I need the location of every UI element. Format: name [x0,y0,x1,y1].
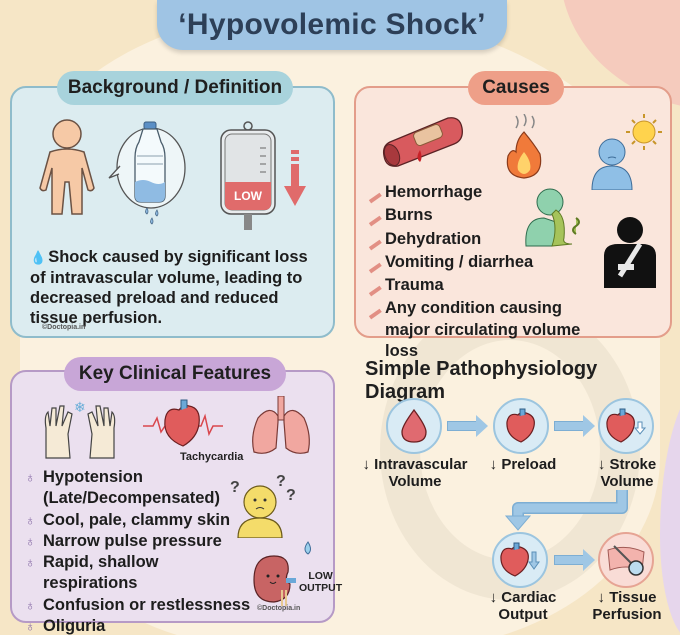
list-item: ♁Narrow pulse pressure [25,531,255,552]
page-title-text: ‘Hypovolemic Shock’ [178,8,486,41]
clinical-features-header: Key Clinical Features [64,357,286,391]
causes-header: Causes [468,71,564,105]
iv-bag-low-label: LOW [234,189,263,203]
diagram-label-intravascular-volume: ↓ Intravascular Volume [362,456,468,490]
kidney-icon [250,540,336,606]
list-item: ♁Rapid, shallow respirations [25,553,159,593]
list-item: ▬Trauma [364,275,607,299]
diagram-label-tissue-perfusion: ↓ Tissue Perfusion [592,589,662,623]
svg-text:?: ? [276,473,286,490]
water-bottle-icon [107,118,187,228]
definition-text: 💧Shock caused by significant loss of int… [30,248,308,327]
fire-icon [504,114,544,180]
diagram-node-cardiac-output [492,532,548,588]
list-item: ▬Any condition causing major circulating… [364,298,607,362]
background-definition-header: Background / Definition [57,71,293,105]
list-item: ♁Confusion or restlessness [25,595,255,616]
stethoscope-icon: ♁ [25,618,36,635]
confused-face-icon: ? ? ? [230,472,300,538]
kidney-low-output-label: LOW OUTPUT [299,570,343,594]
svg-text:?: ? [230,479,240,496]
heart-down-icon [500,542,540,577]
diagram-node-tissue-perfusion [598,532,654,588]
diagram-label-cardiac-output: ↓ Cardiac Output [489,589,557,623]
flow-arrow [554,415,595,437]
list-item: ♁Hypotension (Late/Decompensated) [25,468,220,508]
list-item: ♁Cool, pale, clammy skin [25,510,255,531]
svg-text:?: ? [286,487,296,504]
watermark: ©Doctopia.in [42,324,86,331]
list-item: ▬Dehydration [364,229,607,253]
flow-arrow-elbow [500,490,630,532]
sweating-person-sun-icon [588,114,664,190]
blood-drop-icon [401,408,427,443]
stethoscope-icon: ♁ [25,596,36,613]
heart-ecg-icon [143,398,223,448]
tachycardia-label: Tachycardia [180,451,244,463]
flow-arrow [447,415,488,437]
cold-hands-icon: ❄ [40,398,120,460]
list-item: ▬Hemorrhage [364,182,607,206]
stethoscope-icon: ♁ [25,511,36,528]
person-icon [36,118,98,218]
page-title: ‘Hypovolemic Shock’ [157,0,507,50]
list-item: ♁Oliguria [25,616,255,635]
water-drop-icon: 💧 [30,250,47,265]
svg-text:❄: ❄ [74,399,86,415]
diagram-node-stroke-volume [598,398,654,454]
heart-icon [506,408,535,443]
vomiting-person-icon [522,188,592,248]
clinical-features-list: ♁Hypotension (Late/Decompensated) ♁Cool,… [25,467,255,635]
list-item: ▬Burns [364,205,607,229]
causes-panel [354,86,672,338]
flow-arrow [554,549,595,571]
stethoscope-icon: ♁ [25,469,36,485]
diagram-label-preload: ↓ Preload [489,456,557,473]
stethoscope-icon: ♁ [25,554,36,571]
causes-list: ▬Hemorrhage ▬Burns ▬Dehydration ▬Vomitin… [364,182,607,362]
heart-down-icon [606,408,646,443]
tissue-magnifier-icon [607,545,645,576]
diagram-title: Simple Pathophysiology Diagram [365,358,598,403]
diagram-node-intravascular-volume [386,398,442,454]
diagram-node-preload [493,398,549,454]
bleeding-vessel-icon [382,112,464,172]
stethoscope-icon: ♁ [25,532,36,549]
iv-bag-icon: LOW [218,120,278,230]
down-arrow-icon [284,150,306,210]
watermark: ©Doctopia.in [257,605,301,612]
list-item: ▬Vomiting / diarrhea [364,252,607,276]
trauma-silhouette-icon [600,214,660,288]
lungs-icon [248,396,314,458]
diagram-label-stroke-volume: ↓ Stroke Volume [597,456,657,490]
